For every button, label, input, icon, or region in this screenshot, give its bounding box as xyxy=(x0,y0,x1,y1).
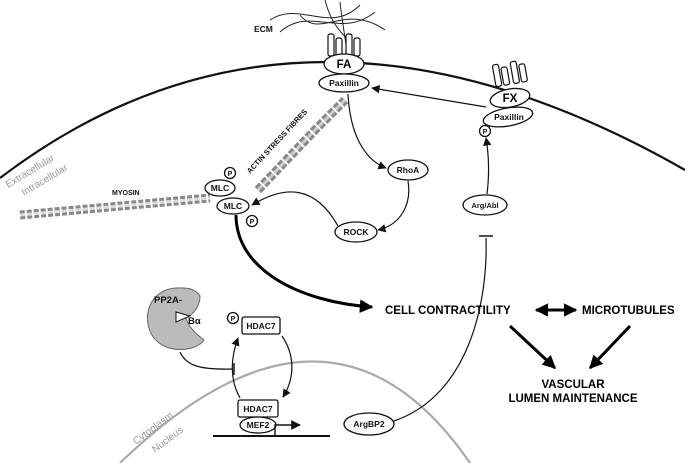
argabl-node xyxy=(462,194,508,216)
mlc-top-label: MLC xyxy=(211,183,229,193)
inhibit-pp2a-to-hdac7 xyxy=(179,351,234,370)
rhoa-node xyxy=(387,159,429,181)
arrow-hdac7-export xyxy=(231,337,241,399)
integrin-fa xyxy=(327,33,361,57)
myosin-filament xyxy=(19,193,211,220)
arrow-mlc-to-contractility xyxy=(234,214,374,313)
ecm-label: ECM xyxy=(254,24,273,34)
rock-node xyxy=(334,221,378,243)
fx-label: FX xyxy=(503,93,518,105)
arrow-argabl-to-paxillin xyxy=(483,137,492,195)
nuclear-membrane xyxy=(119,360,471,463)
mlc-top-phospho-node xyxy=(223,166,237,180)
mlc-bottom-phospho-node xyxy=(245,214,259,228)
rhoa-label: RhoA xyxy=(397,165,420,175)
arrow-paxillin-to-rhoa xyxy=(347,93,387,170)
arrow-contractility-to-vascular xyxy=(508,324,557,370)
mlc-top-node xyxy=(204,179,236,197)
argbp2-node xyxy=(343,412,395,436)
argabl-label: Arg/Abl xyxy=(471,201,498,210)
fa-paxillin-node xyxy=(318,73,370,93)
arrow-fx-to-fa xyxy=(371,85,487,108)
microtubules-label: MICROTUBULES xyxy=(582,305,675,317)
hdac7-phospho-node xyxy=(226,311,240,325)
cell-membrane xyxy=(0,60,685,179)
arrow-microtubules-to-vascular xyxy=(588,324,632,370)
arrow-rhoa-to-rock xyxy=(377,180,410,233)
pp2a-label: PP2A- xyxy=(154,295,182,306)
hdac7-phospho-label: P xyxy=(231,316,236,323)
mlc-top-phospho-label: P xyxy=(228,171,233,178)
hdac7-bottom-label: HDAC7 xyxy=(243,404,273,414)
fx-paxillin-node xyxy=(482,106,534,128)
mlc-bottom-label: MLC xyxy=(224,201,242,211)
lumen-maintenance-label: LUMEN MAINTENANCE xyxy=(508,393,637,405)
promoter-arrow xyxy=(274,420,301,436)
argbp2-label: ArgBP2 xyxy=(353,419,384,429)
mlc-bottom-phospho-label: P xyxy=(250,219,255,226)
actin-label: ACTIN STRESS FIBRES xyxy=(245,107,309,175)
vascular-label: VASCULAR xyxy=(541,379,605,391)
arrow-hdac7-import xyxy=(281,335,293,398)
fa-paxillin-label: Paxillin xyxy=(329,78,359,88)
mlc-bottom-node xyxy=(216,197,250,215)
pp2a-notch-triangle xyxy=(175,311,192,323)
integrin-fx xyxy=(491,60,528,88)
fx-paxillin-label: Paxillin xyxy=(494,112,524,122)
inhibit-argbp2-to-argabl xyxy=(393,237,487,422)
actin-stress-fibres xyxy=(254,96,349,194)
myosin-label: MYOSIN xyxy=(112,190,140,197)
fa-label: FA xyxy=(337,59,352,71)
fx-phospho-node xyxy=(478,124,492,138)
cell-contractility-label: CELL CONTRACTILITY xyxy=(385,305,511,317)
balpha-label: Bα xyxy=(188,316,201,327)
arrow-rock-to-mlc xyxy=(251,191,339,227)
ecm-fibers xyxy=(269,0,386,46)
mef2-label: MEF2 xyxy=(247,420,270,430)
rock-label: ROCK xyxy=(343,227,369,237)
hdac7-top-label: HDAC7 xyxy=(246,321,276,331)
hdac7-top-node xyxy=(241,316,281,335)
fx-phospho-label: P xyxy=(483,129,488,136)
